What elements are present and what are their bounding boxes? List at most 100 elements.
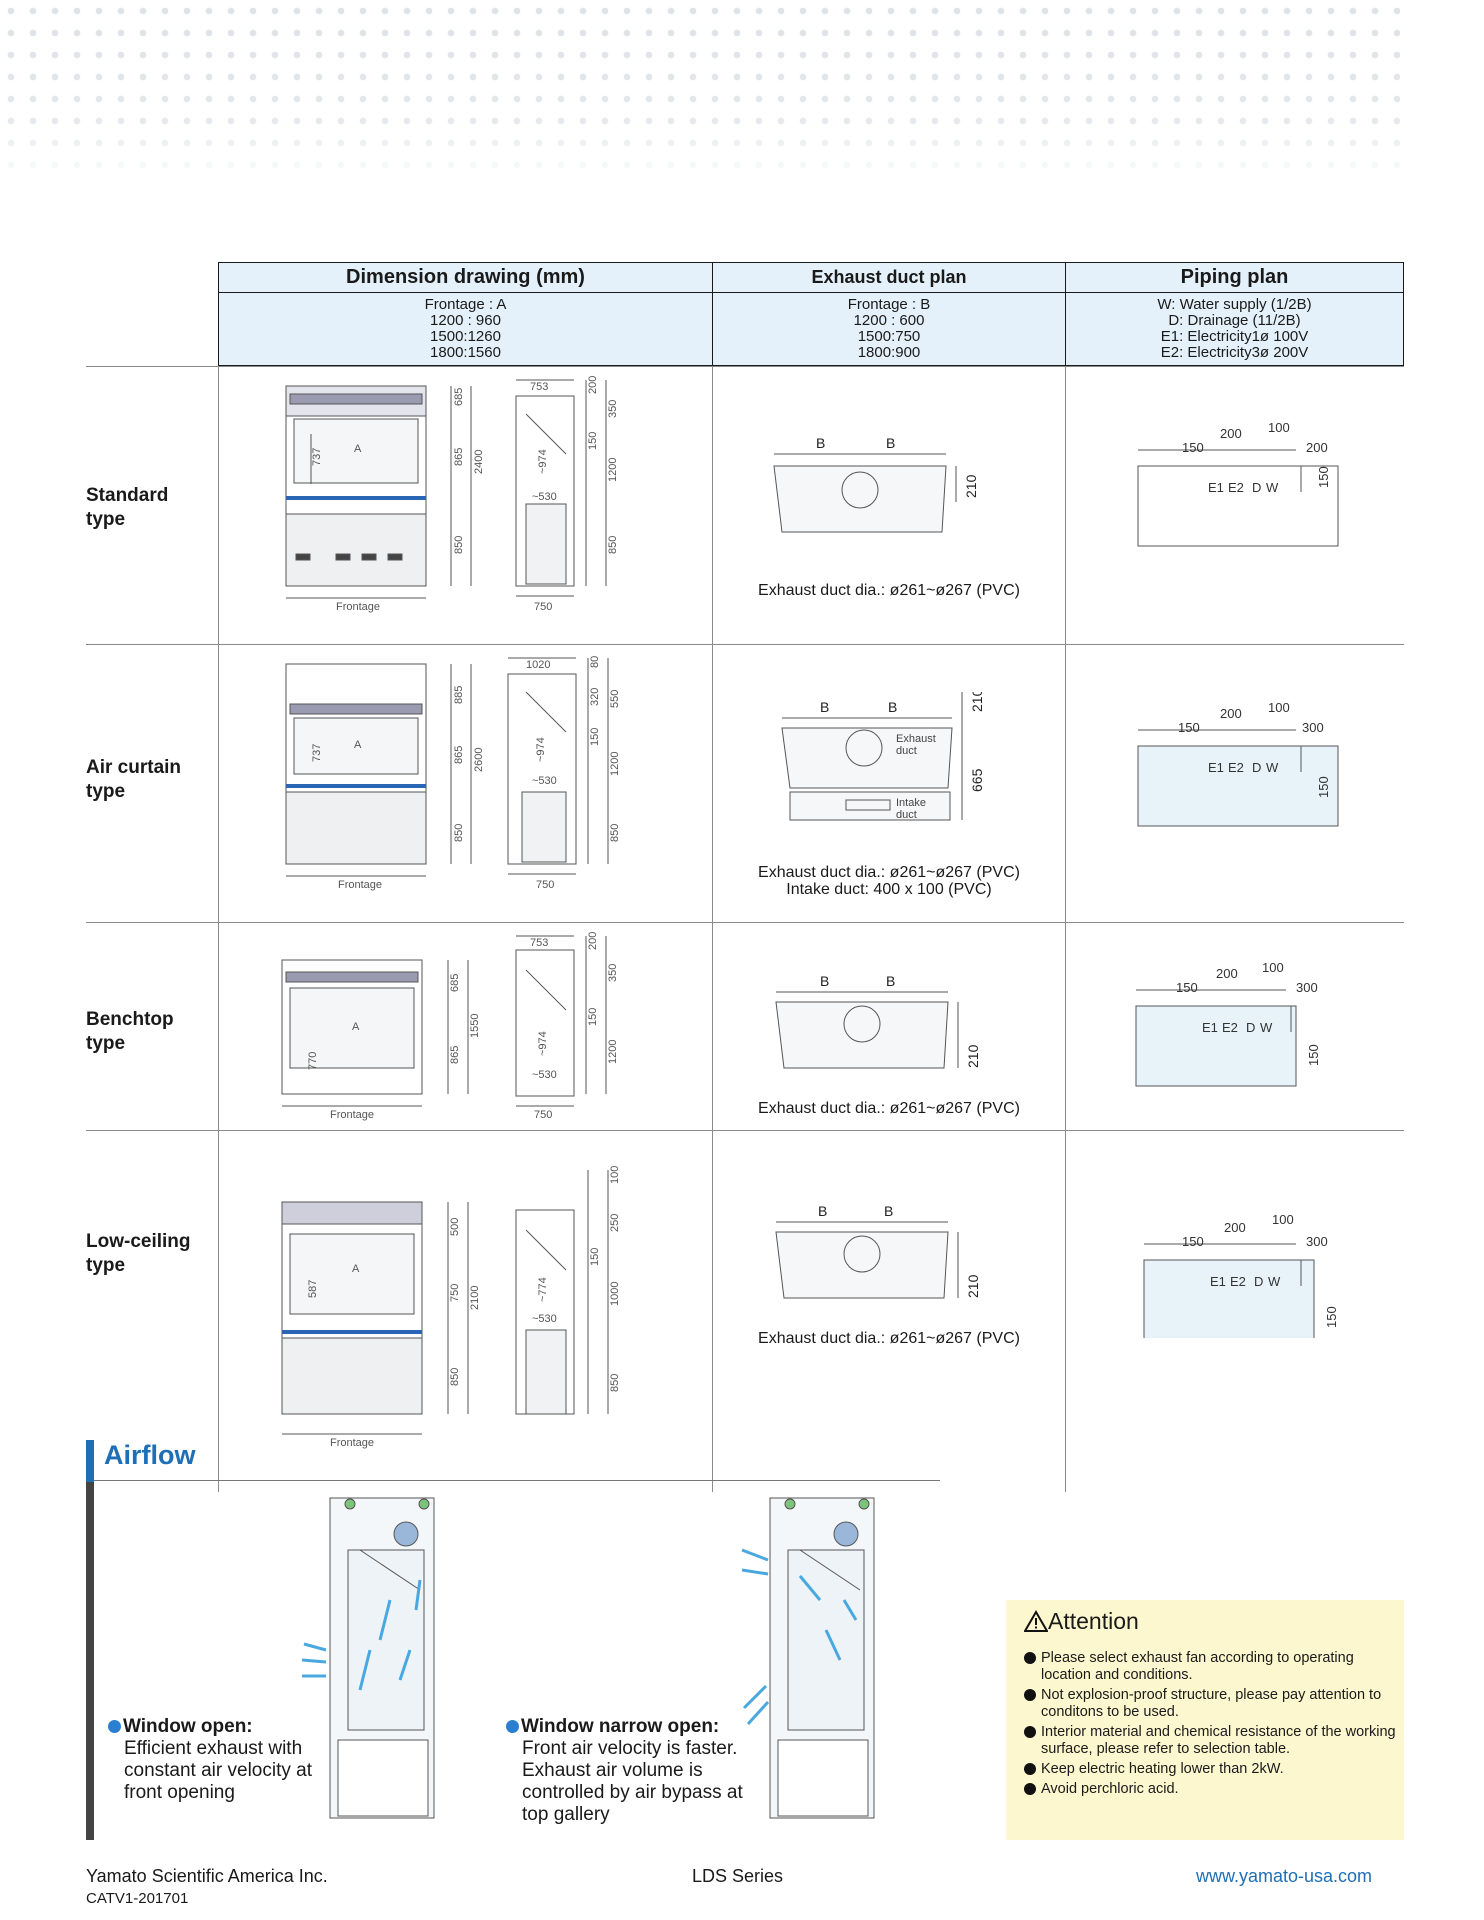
dim-label: 850 [607,536,619,554]
svg-text:200: 200 [1220,426,1242,441]
svg-text:750: 750 [534,1109,552,1121]
dim-label: 1200 [607,458,619,482]
svg-text:1550: 1550 [469,1014,481,1038]
svg-text:D: D [1252,760,1261,775]
svg-text:B: B [816,435,825,451]
svg-text:Frontage: Frontage [330,1437,374,1449]
svg-text:750: 750 [449,1284,461,1302]
svg-text:100: 100 [1262,962,1284,975]
list-item: Interior material and chemical resistanc… [1024,1724,1396,1758]
svg-text:865: 865 [449,1046,461,1064]
svg-text:Intake: Intake [896,797,926,809]
svg-text:685: 685 [449,974,461,992]
svg-text:E2: E2 [1228,760,1244,775]
svg-text:A: A [352,1263,360,1275]
row-label-standard: Standard type [86,485,169,530]
svg-text:D: D [1254,1274,1263,1289]
air-curtain-piping-plan: 150 200 100 300 150 E1 E2 D W [1137,702,1339,827]
low-ceiling-piping-plan: 150 200 100 300 150 E1 E2 D W [1143,1212,1339,1338]
svg-text:320: 320 [589,688,601,706]
benchtop-dimension-drawing: 685 865 1550 770 A Frontage 753 200 350 … [281,932,619,1121]
list-item: Please select exhaust fan according to o… [1024,1650,1396,1684]
duct-caption: Exhaust duct dia.: ø261~ø267 (PVC) [758,582,1020,599]
svg-text:W: W [1266,760,1279,775]
footer-company: Yamato Scientific America Inc. [86,1866,328,1886]
svg-text:Exhaust: Exhaust [896,733,936,745]
svg-text:150: 150 [1176,980,1198,995]
header-piping: Piping plan W: Water supply (1/2B) D: Dr… [1065,262,1404,366]
svg-text:Frontage: Frontage [338,879,382,891]
svg-text:500: 500 [449,1218,461,1236]
attention-box: Attention Please select exhaust fan acco… [1006,1600,1404,1840]
low-ceiling-dimension-drawing: 500 750 2100 850 587 A Frontage 100 250 … [281,1166,621,1449]
svg-text:~774: ~774 [537,1277,549,1302]
dim-label: 750 [534,601,552,613]
row-label-air-curtain: Air curtain type [86,757,182,802]
svg-text:E2: E2 [1230,1274,1246,1289]
footer-url[interactable]: www.yamato-usa.com [1196,1866,1373,1886]
dim-label: 753 [530,381,548,393]
svg-text:B: B [888,699,897,715]
svg-text:B: B [818,1203,827,1219]
svg-text:E2: E2 [1222,1020,1238,1035]
svg-text:100: 100 [1268,422,1290,435]
svg-text:E2: E2 [1228,480,1244,495]
svg-text:150: 150 [1324,1306,1339,1328]
svg-text:200: 200 [1220,706,1242,721]
svg-text:200: 200 [587,932,599,950]
svg-text:850: 850 [453,824,465,842]
standard-dimension-drawing: 685 865 2400 850 737 A Frontage 753 200 … [285,376,619,613]
svg-text:B: B [886,435,895,451]
svg-text:D: D [1252,480,1261,495]
svg-text:770: 770 [307,1052,319,1070]
svg-text:~530: ~530 [532,1313,557,1325]
svg-text:665: 665 [969,768,985,792]
svg-text:200: 200 [1216,966,1238,981]
svg-text:850: 850 [609,824,621,842]
svg-text:350: 350 [607,964,619,982]
svg-text:150: 150 [1316,466,1331,488]
svg-text:150: 150 [1306,1044,1321,1066]
svg-text:210: 210 [965,1274,981,1298]
note-window-open: Window open: Efficient exhaust with cons… [108,1716,312,1804]
dim-label: 737 [311,448,323,466]
dim-label: 350 [607,400,619,418]
svg-text:250: 250 [609,1214,621,1232]
svg-text:587: 587 [307,1280,319,1298]
dim-label: A [354,443,362,455]
dim-label: 200 [587,376,599,394]
svg-text:850: 850 [609,1374,621,1392]
svg-text:150: 150 [589,1248,601,1266]
header-dimension: Dimension drawing (mm) Frontage : A 1200… [218,262,713,366]
svg-text:100: 100 [1272,1212,1294,1227]
svg-text:210: 210 [969,692,985,712]
bullet-icon [108,1720,121,1733]
row-label-low-ceiling: Low-ceiling type [86,1231,191,1276]
svg-text:B: B [884,1203,893,1219]
svg-text:B: B [886,973,895,989]
airflow-window-open-diagram [301,1497,435,1819]
svg-text:2600: 2600 [473,748,485,772]
svg-text:150: 150 [1182,1234,1204,1249]
svg-text:1020: 1020 [526,659,550,671]
dim-label: 150 [587,432,599,450]
svg-text:B: B [820,699,829,715]
dim-label: ~530 [532,491,557,503]
svg-text:B: B [820,973,829,989]
dim-label: 865 [453,448,465,466]
svg-text:E1: E1 [1208,760,1224,775]
dim-label: Frontage [336,601,380,613]
svg-text:duct: duct [896,745,917,757]
header-exhaust: Exhaust duct plan Frontage : B 1200 : 60… [712,262,1066,366]
svg-text:E1: E1 [1208,480,1224,495]
svg-text:1200: 1200 [609,752,621,776]
dim-label: 685 [453,388,465,406]
airflow-title: Airflow [104,1440,196,1470]
svg-text:duct: duct [896,809,917,821]
svg-text:300: 300 [1296,980,1318,995]
svg-text:150: 150 [587,1008,599,1026]
svg-text:100: 100 [609,1166,621,1184]
svg-text:865: 865 [453,746,465,764]
svg-text:E1: E1 [1202,1020,1218,1035]
svg-text:~974: ~974 [537,1031,549,1056]
